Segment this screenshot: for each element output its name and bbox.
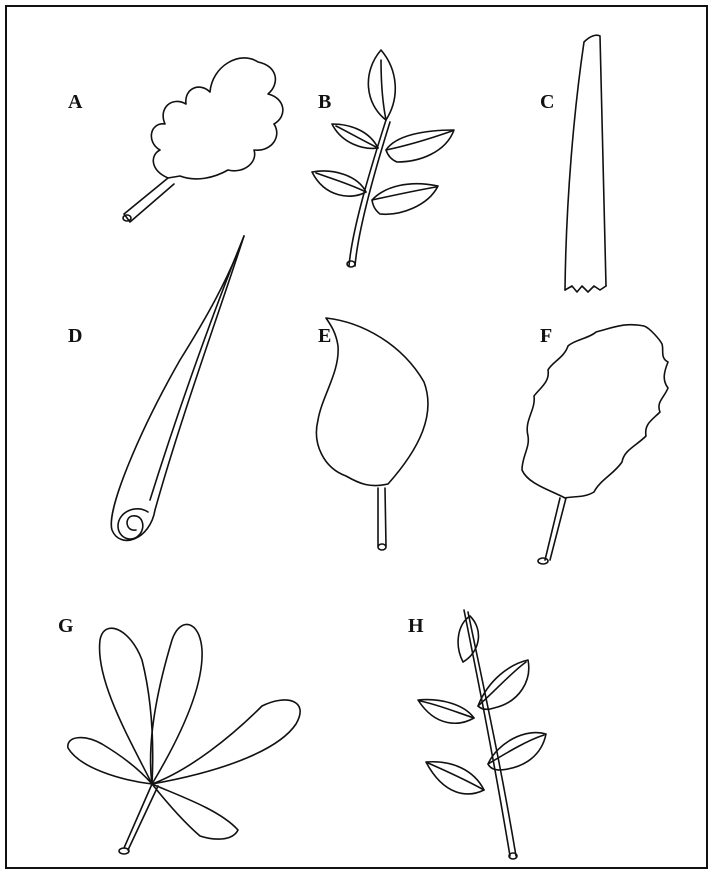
leaf-h-pinnate: [418, 610, 546, 859]
leaf-b-pinnate: [312, 50, 454, 267]
leaf-e-simple: [316, 318, 428, 550]
leaf-c-strap: [565, 35, 606, 292]
leaf-d-rolled: [111, 236, 244, 540]
leaf-a-lobed: [123, 58, 283, 222]
leaf-g-palmate: [68, 624, 300, 854]
leaf-f-serrated: [522, 325, 668, 564]
